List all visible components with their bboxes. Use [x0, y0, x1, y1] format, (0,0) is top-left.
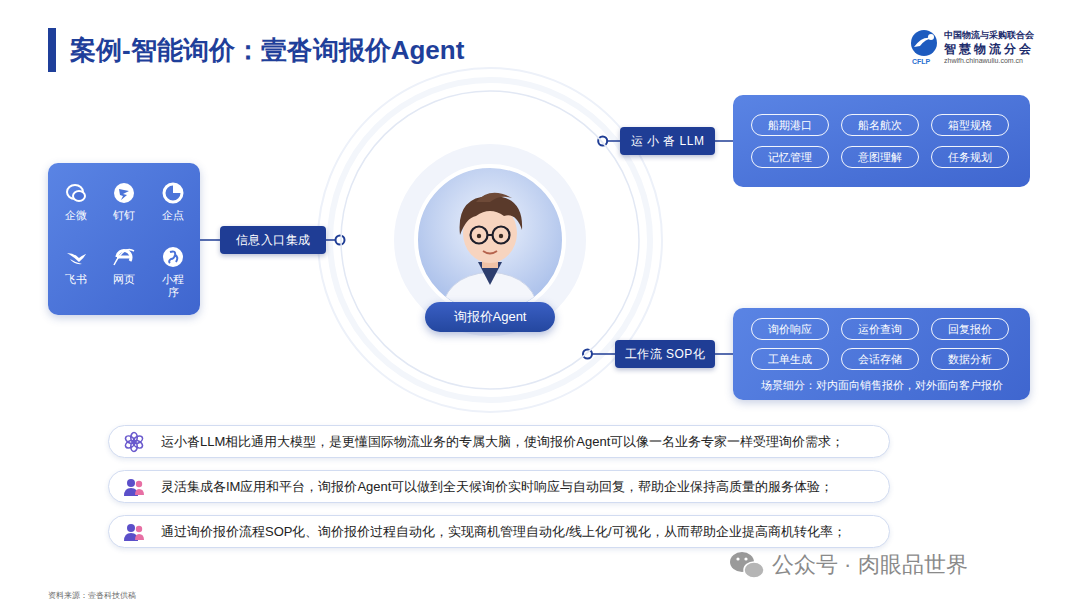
app-name: 钉钉: [111, 209, 137, 222]
feature-chip: 询价响应: [751, 318, 829, 340]
note-box: 通过询价报价流程SOP化、询价报价过程自动化，实现商机管理自动化/线上化/可视化…: [108, 515, 890, 548]
note-icon: [123, 521, 145, 543]
chip-label: 回复报价: [948, 322, 992, 337]
watermark: 公众号 · 肉眼品世界: [772, 550, 968, 580]
app-entry: 飞书: [56, 245, 96, 286]
app-name: 飞书: [63, 273, 89, 286]
app-icon: [161, 181, 185, 205]
note-icon: [123, 476, 145, 498]
chip-label: 箱型规格: [948, 118, 992, 133]
connector-group: [200, 240, 220, 241]
app-name: 小程序: [160, 273, 186, 299]
note-text: 通过询价报价流程SOP化、询价报价过程自动化，实现商机管理自动化/线上化/可视化…: [161, 523, 846, 541]
logo-text: zhwlfh.chinawuliu.com.cn: [944, 57, 1023, 64]
chip-label: 会话存储: [858, 352, 902, 367]
label-pill: 运 小 沓 LLM: [620, 127, 715, 155]
feature-chip: 船名航次: [841, 114, 919, 136]
chip-label: 船期港口: [768, 118, 812, 133]
chip-label: 记忆管理: [768, 150, 812, 165]
connector: [200, 239, 220, 241]
logo-text: 中国物流与采购联合会: [944, 29, 1034, 42]
note-box: 灵活集成各IM应用和平台，询报价Agent可以做到全天候询价实时响应与自动回复，…: [108, 470, 890, 503]
workflow-panel: 场景细分：对内面向销售报价，对外面向客户报价 询价响应 运价查询 回复报价工单生成 会话…: [733, 308, 1030, 400]
app-entry: 企点: [153, 181, 193, 222]
note-text: 运小沓LLM相比通用大模型，是更懂国际物流业务的专属大脑，使询报价Agent可以…: [161, 433, 844, 451]
logo-text: CFLP: [912, 58, 930, 65]
agent-avatar: [340, 90, 640, 390]
agent-circle: 询报价Agent: [340, 90, 640, 390]
feature-chip: 回复报价: [931, 318, 1009, 340]
note-box: 运小沓LLM相比通用大模型，是更懂国际物流业务的专属大脑，使询报价Agent可以…: [108, 425, 890, 458]
label-pill: 工作流 SOP化: [615, 340, 715, 368]
connector: [715, 353, 733, 355]
chip-label: 运价查询: [858, 322, 902, 337]
app-entry: 钉钉: [104, 181, 144, 222]
logo-text: 智慧物流分会: [944, 41, 1034, 58]
source-note: 资料来源：壹沓科技供稿: [48, 590, 136, 601]
app-entry: 企微: [56, 181, 96, 222]
feature-chip: 意图理解: [841, 146, 919, 168]
chip-label: 数据分析: [948, 352, 992, 367]
glow-ring: [330, 80, 650, 400]
feature-chip: 会话存储: [841, 348, 919, 370]
agent-pill: 询报价Agent: [425, 302, 555, 332]
llm-panel: [733, 95, 1030, 187]
app-name: 网页: [111, 273, 137, 286]
label-pill: 信息入口集成: [220, 226, 326, 254]
connector-group: [583, 350, 615, 359]
connector-dot: [598, 137, 607, 146]
app-name: 企点: [160, 209, 186, 222]
entry-panel: 企微 钉钉 企点飞书 网页 小程序: [48, 163, 200, 315]
app-icon: [161, 245, 185, 269]
app-icon: [112, 245, 136, 269]
title: 案例-智能询价：壹沓询报价Agent: [70, 33, 464, 68]
panel-link: [715, 140, 733, 142]
app-icon: [64, 181, 88, 205]
feature-chip: 任务规划: [931, 146, 1009, 168]
note-text: 灵活集成各IM应用和平台，询报价Agent可以做到全天候询价实时响应与自动回复，…: [161, 478, 833, 496]
logo-icon: [911, 30, 937, 56]
feature-chip: 记忆管理: [751, 146, 829, 168]
connector-group: [715, 354, 733, 355]
title-bar: [48, 28, 56, 72]
scene-note: 场景细分：对内面向销售报价，对外面向客户报价: [733, 378, 1030, 393]
chip-label: 任务规划: [948, 150, 992, 165]
feature-chip: 运价查询: [841, 318, 919, 340]
outer-ring: [318, 68, 662, 412]
pill-label: 运 小 沓 LLM: [631, 133, 705, 150]
feature-chip: 船期港口: [751, 114, 829, 136]
app-name: 企微: [63, 209, 89, 222]
feature-chip: 工单生成: [751, 348, 829, 370]
agent-name: 询报价Agent: [454, 308, 527, 326]
chip-label: 意图理解: [858, 150, 902, 165]
chip-label: 船名航次: [858, 118, 902, 133]
app-entry: 网页: [104, 245, 144, 286]
wechat-icon: [730, 552, 764, 578]
chip-label: 工单生成: [768, 352, 812, 367]
app-icon: [64, 245, 88, 269]
pill-label: 工作流 SOP化: [625, 346, 706, 363]
pill-label: 信息入口集成: [236, 232, 311, 249]
feature-chip: 箱型规格: [931, 114, 1009, 136]
app-icon: [112, 181, 136, 205]
app-entry: 小程序: [153, 245, 193, 299]
feature-chip: 数据分析: [931, 348, 1009, 370]
connector-dot: [336, 236, 345, 245]
chip-label: 询价响应: [768, 322, 812, 337]
note-icon: [123, 431, 145, 453]
